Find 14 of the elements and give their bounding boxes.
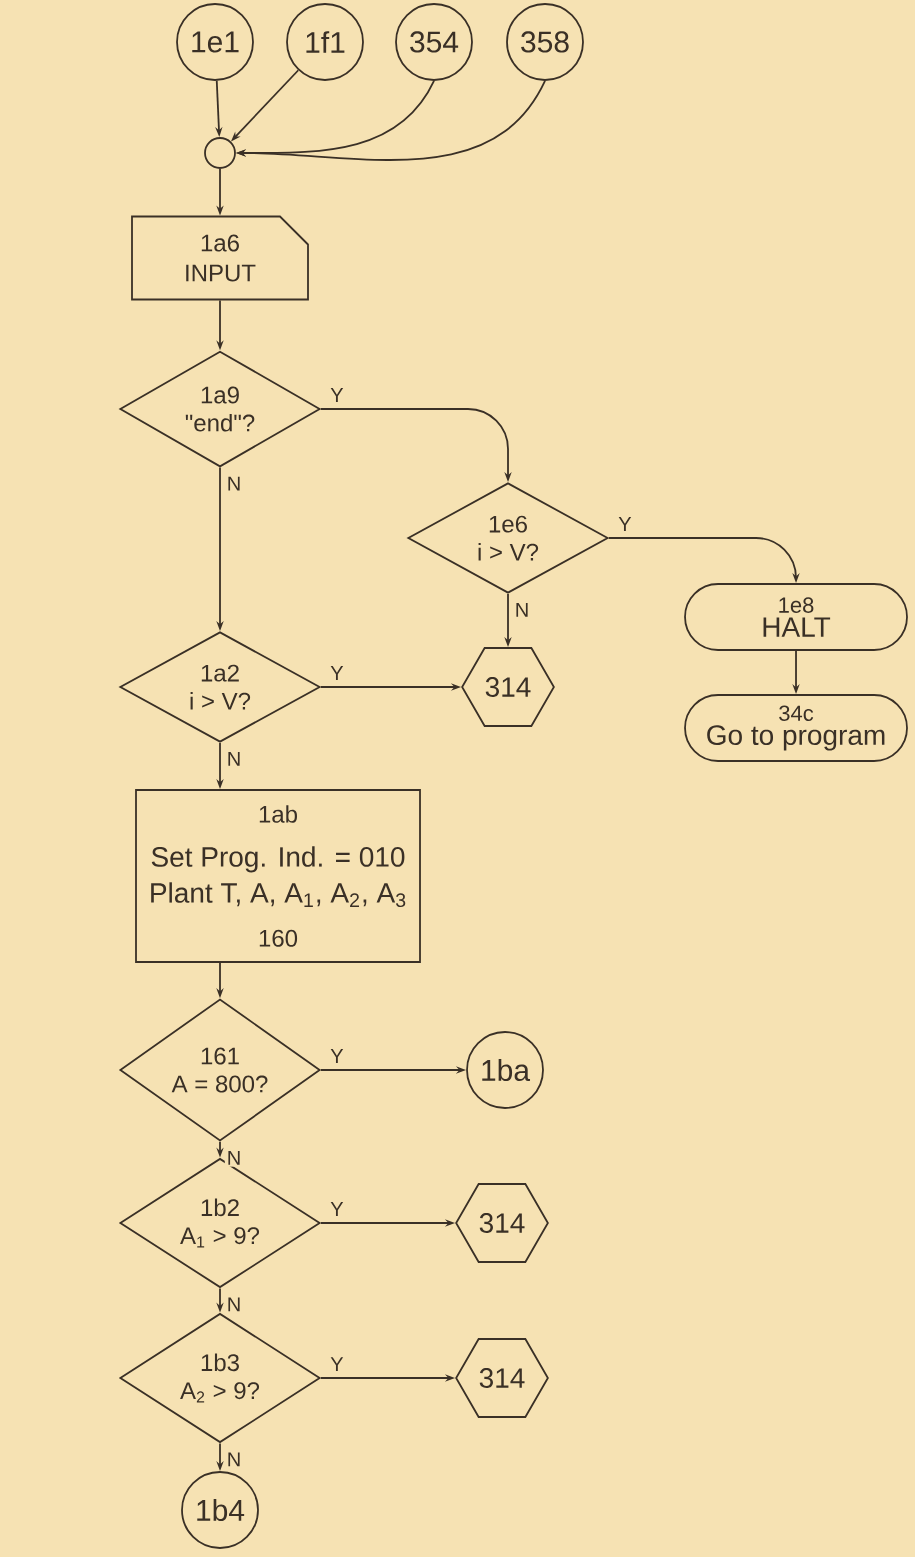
connector-hexagon: 314: [461, 647, 555, 727]
edge-label: Y: [616, 515, 634, 533]
junction-circle: [204, 137, 236, 169]
connector-hexagon: 314: [455, 1338, 549, 1418]
process-box: 1ab Set Prog. Ind. = 010 Plant T, A, A$_{1}$, A$_{2}$, A$_{3}$ 160: [135, 789, 421, 963]
edge-label: Y: [328, 386, 346, 404]
edge-label: Y: [328, 1355, 346, 1373]
terminal-box: 1e8 HALT: [684, 583, 908, 651]
edge-label: Y: [328, 1047, 346, 1065]
terminal-box: 34c Go to program: [684, 694, 908, 762]
input-card: 1a6 INPUT: [131, 215, 309, 301]
connector-hexagon: 314: [455, 1183, 549, 1263]
edge-label: Y: [328, 664, 346, 682]
edge-label: Y: [328, 1200, 346, 1218]
